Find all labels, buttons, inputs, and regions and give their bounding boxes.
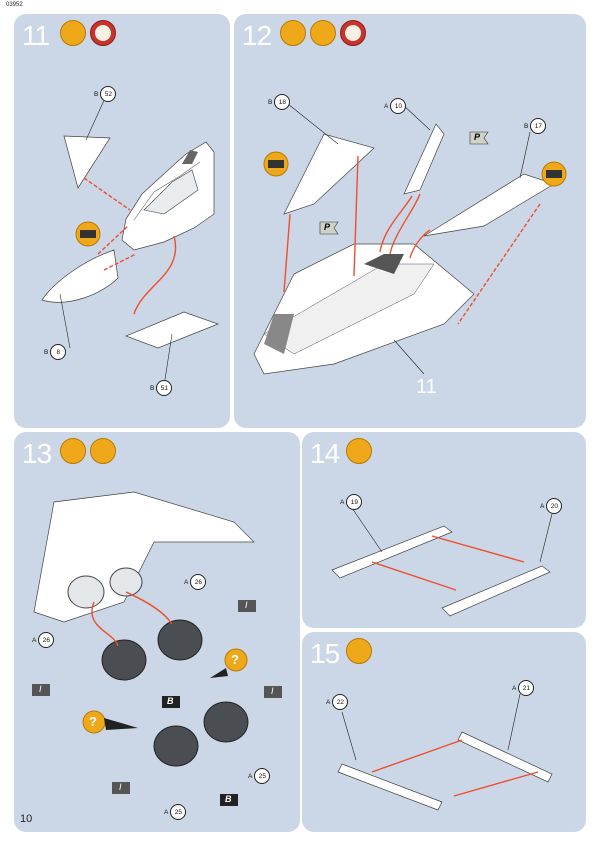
- step-14-panel: 14 A 19 A 20: [302, 432, 586, 628]
- step-number-15: 15: [310, 638, 340, 669]
- step-number-14: 14: [310, 438, 340, 469]
- step-number-12: 12: [242, 20, 272, 51]
- glue-icon: [346, 438, 372, 464]
- step-11-illustration: [41, 95, 219, 387]
- question-mark: ?: [231, 652, 239, 667]
- glue-icon: [280, 20, 306, 46]
- step-15-panel: 15 A 22 A 21: [302, 632, 586, 832]
- step-number-11: 11: [22, 20, 50, 51]
- step-13-panel: 13 A 26 A 26 A 25 A 25 ? ? I I I I B B: [14, 432, 300, 832]
- callout-a10: A 10: [384, 98, 407, 114]
- reference-code: 03952: [6, 2, 23, 8]
- step-12-illustration: [253, 103, 567, 375]
- step-number-13: 13: [22, 438, 52, 469]
- step-12-panel: 12 B 18 A 10 B 17 P P 11: [234, 14, 586, 428]
- glue-icon: [60, 438, 86, 464]
- callout-a19: A 19: [340, 494, 363, 510]
- page-number: 10: [20, 813, 33, 825]
- flag-i-label: I: [245, 600, 248, 610]
- callout-a21: A 21: [512, 680, 535, 696]
- callout-b51: B 51: [150, 380, 173, 396]
- flag-i-label: I: [39, 684, 42, 694]
- flag-b-label: B: [167, 696, 174, 706]
- step-15-illustration: [337, 693, 553, 811]
- callout-a22: A 22: [326, 694, 349, 710]
- flag-p-label: P: [324, 222, 331, 232]
- callout-a26: A 26: [184, 574, 207, 590]
- flag-b-label: B: [225, 794, 232, 804]
- callout-a26: A 26: [32, 632, 55, 648]
- clock-icon: [90, 20, 116, 46]
- step-11-panel: 11 B 52 B 8 B 51: [14, 14, 230, 428]
- callout-a25: A 25: [248, 768, 271, 784]
- flag-i-label: I: [119, 782, 122, 792]
- callout-b8: B 8: [44, 344, 67, 360]
- step-13-illustration: [32, 491, 282, 806]
- callout-b17: B 17: [524, 118, 547, 134]
- question-mark: ?: [89, 714, 97, 729]
- callout-a20: A 20: [540, 498, 563, 514]
- subassembly-label: 11: [416, 376, 437, 398]
- glue-icon: [346, 638, 372, 664]
- flag-i-label: I: [271, 686, 274, 696]
- callout-b18: B 18: [268, 94, 291, 110]
- callout-a25: A 25: [164, 804, 187, 820]
- callout-b52: B 52: [94, 86, 117, 102]
- glue-icon: [60, 20, 86, 46]
- step-14-illustration: [331, 507, 553, 617]
- flag-p-label: P: [474, 132, 481, 142]
- paintbrush-icon: [90, 438, 116, 464]
- paintbrush-icon: [310, 20, 336, 46]
- clock-icon: [340, 20, 366, 46]
